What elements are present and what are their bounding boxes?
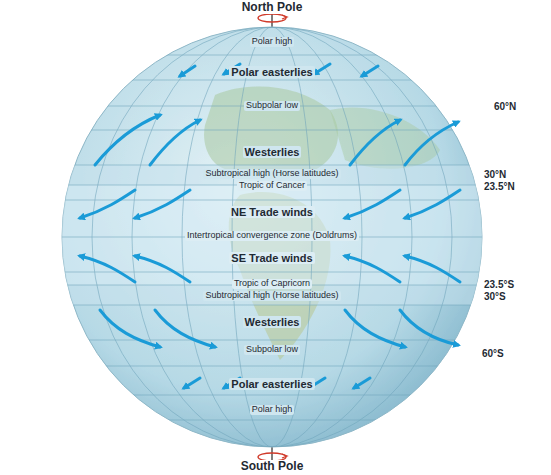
region-label: South Pole [239, 460, 306, 473]
region-label: NE Trade winds [229, 206, 315, 218]
region-label: SE Trade winds [229, 252, 314, 264]
zone-label: Intertropical convergence zone (Doldrums… [185, 231, 359, 241]
zone-label: Subpolar low [244, 345, 300, 355]
zone-label: Polar high [250, 37, 295, 47]
region-label: 23.5°N [482, 181, 517, 192]
region-label: Westerlies [243, 316, 302, 328]
zone-label: Tropic of Cancer [237, 181, 307, 191]
zone-label: Tropic of Capricorn [232, 279, 312, 289]
region-label: 30°N [482, 169, 508, 180]
region-label: North Pole [240, 1, 305, 14]
region-label: Polar easterlies [229, 378, 314, 390]
region-label: Westerlies [243, 146, 302, 158]
zone-label: Subpolar low [244, 101, 300, 111]
region-label: 60°S [480, 348, 506, 359]
zone-label: Polar high [250, 405, 295, 415]
region-label: 60°N [492, 101, 518, 112]
region-label: 23.5°S [482, 279, 516, 290]
zone-label: Subtropical high (Horse latitudes) [203, 291, 340, 301]
zone-label: Subtropical high (Horse latitudes) [203, 169, 340, 179]
region-label: 30°S [482, 291, 508, 302]
region-label: Polar easterlies [229, 66, 314, 78]
